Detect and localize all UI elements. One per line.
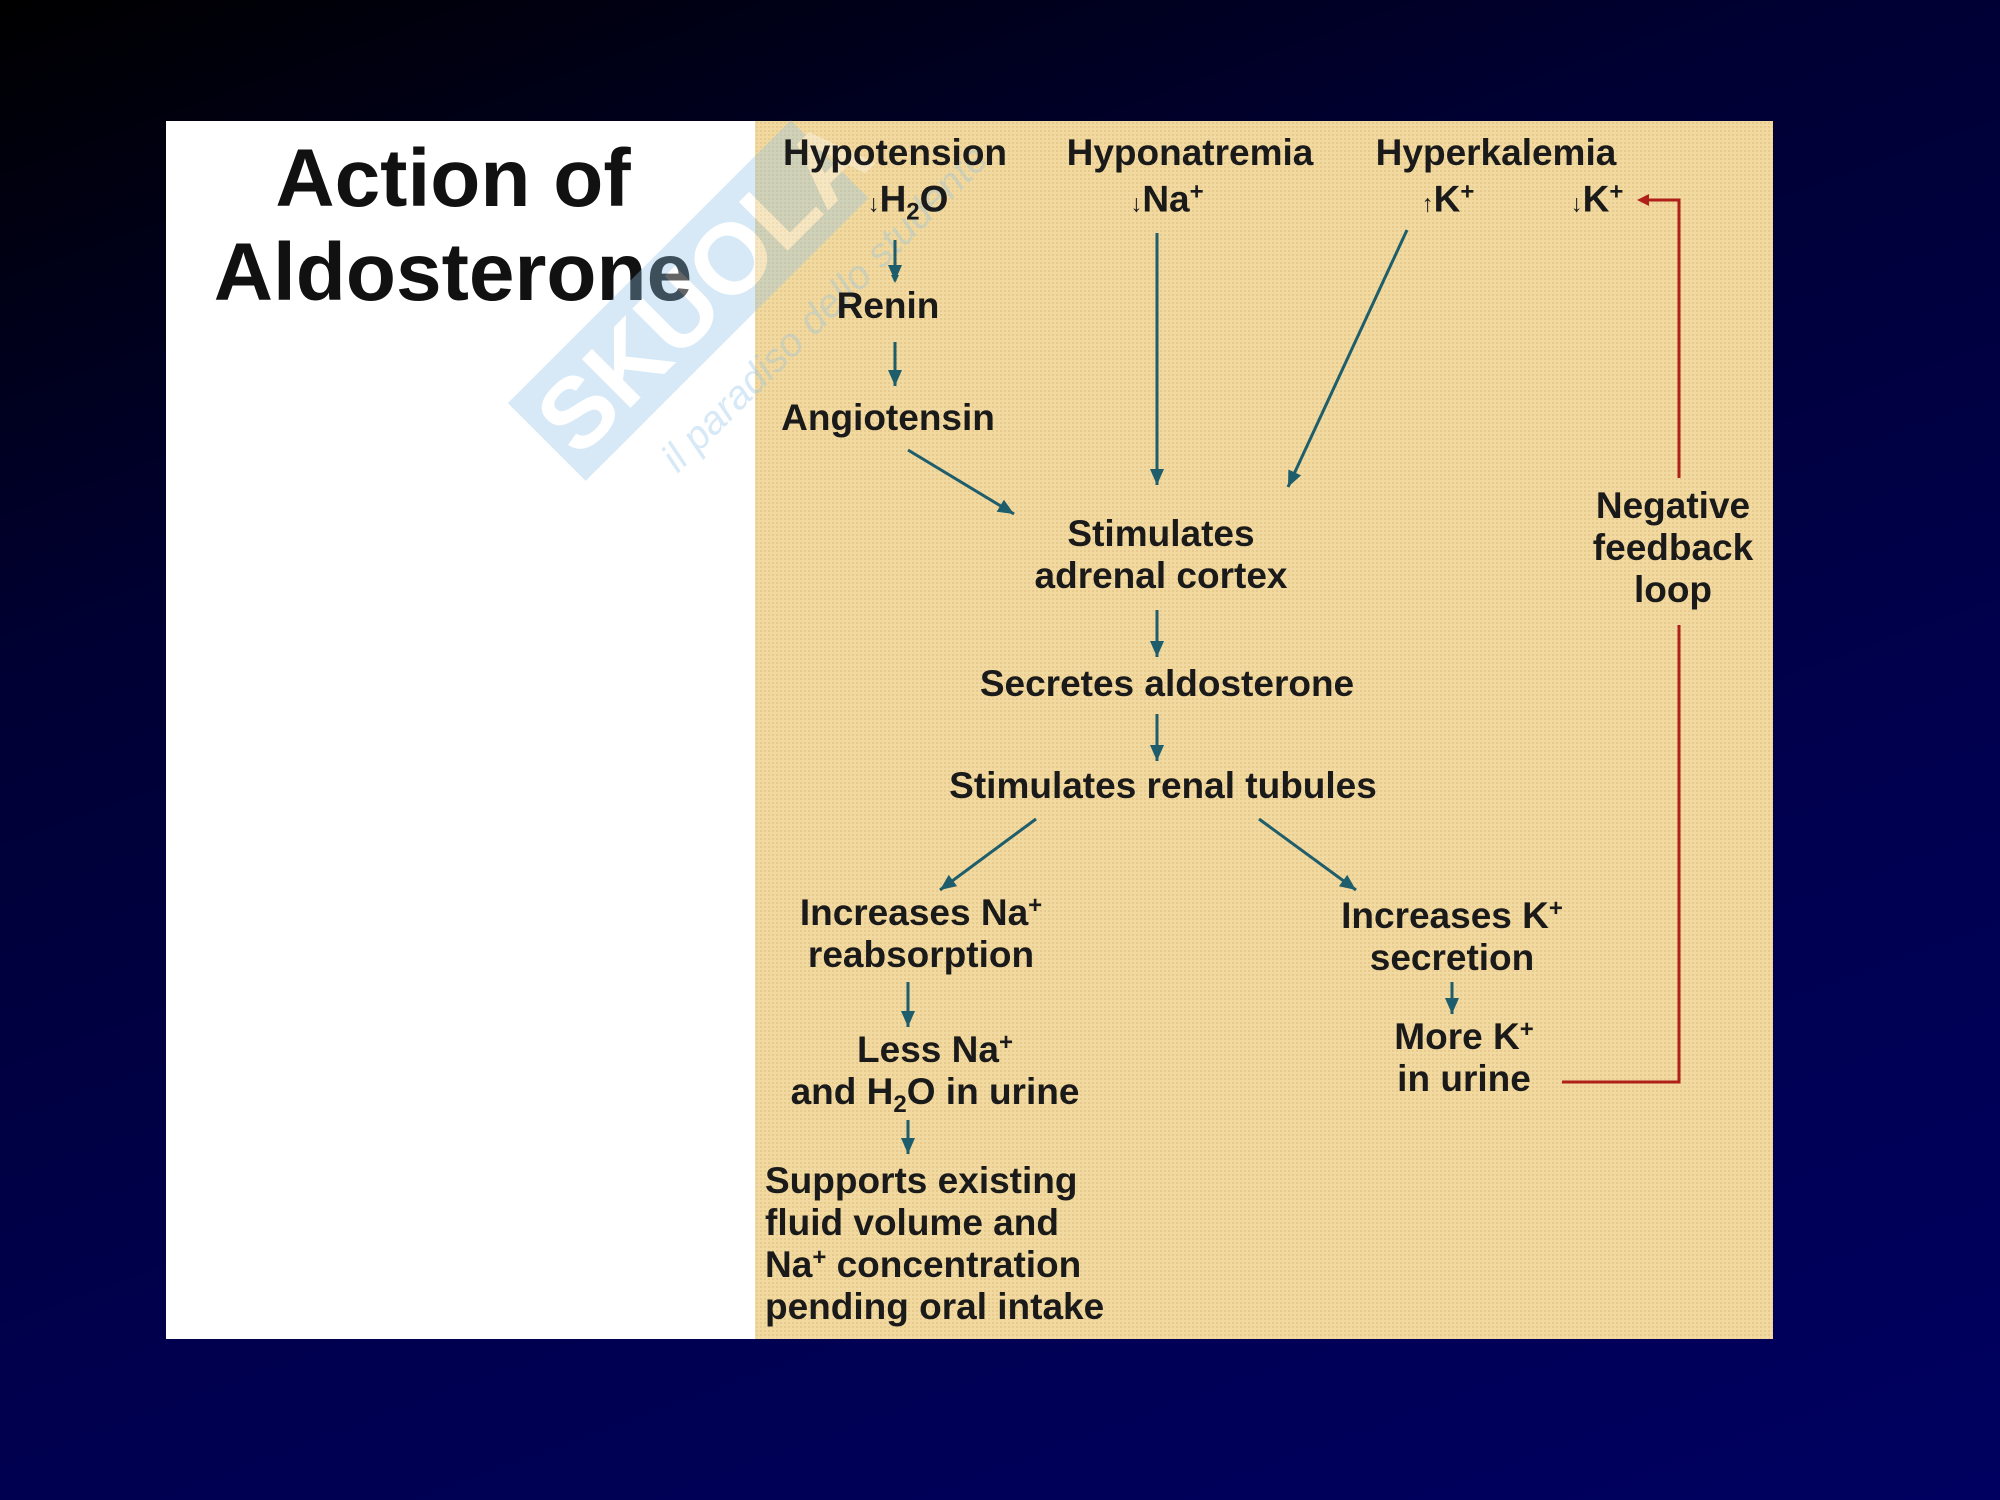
arrow-renal-k [1258,817,1357,892]
arrowhead-icon [888,370,902,386]
arrowhead-icon [901,1138,915,1154]
arrow-renal-na [939,817,1037,892]
trigger-hypotension: Hypotension [782,132,1008,173]
node-secretes-aldosterone: Secretes aldosterone [979,663,1355,704]
low-na: ↓Na+ [1130,178,1204,220]
node-less-na-h2o: Less Na+and H2O in urine [790,1029,1080,1118]
arrowhead-icon [901,1011,915,1027]
arrowhead-icon [996,499,1014,514]
arrowhead-icon [1150,745,1164,761]
diagram-background [755,121,1773,1339]
arrowhead-icon [888,265,902,281]
trigger-hyponatremia: Hyponatremia [1066,132,1314,173]
node-na-reabsorption: Increases Na+reabsorption [799,892,1043,975]
node-renin: Renin [836,285,940,326]
node-angiotensin: Angiotensin [781,397,995,438]
slide-title-line1: Action of [275,133,631,224]
arrow-angiotensin-adrenal [907,448,1015,516]
trigger-hyperkalemia: Hyperkalemia [1375,132,1617,173]
arrowhead-icon [1288,469,1302,487]
feedback-line-lower [1562,625,1681,1084]
arrowhead-icon [1445,998,1459,1014]
arrowhead-icon [940,874,958,890]
arrow-k-adrenal [1286,229,1409,488]
feedback-line-upper [1637,194,1681,478]
arrowhead-icon [1150,641,1164,657]
slide-title-line2: Aldosterone [213,227,693,318]
low-k: ↓K+ [1570,178,1624,220]
arrowhead-icon [1150,469,1164,485]
high-k: ↑K+ [1421,178,1475,220]
node-more-k-urine: More K+in urine [1394,1016,1534,1099]
node-k-secretion: Increases K+secretion [1341,895,1563,978]
arrowhead-icon [1338,874,1356,890]
node-renal-tubules: Stimulates renal tubules [949,765,1377,806]
low-h2o: ↓H2O [867,178,949,226]
